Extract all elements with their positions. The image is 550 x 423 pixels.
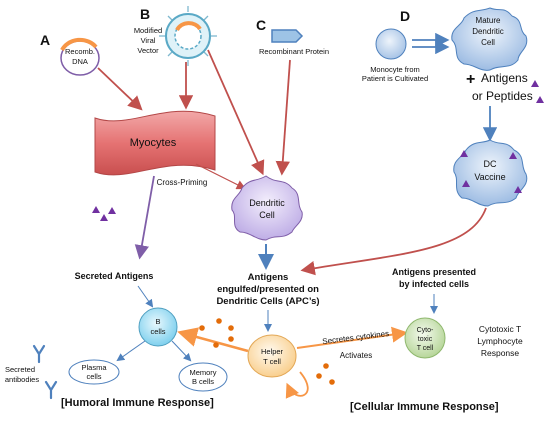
cytokine-dots [199,318,335,385]
bcell-to-plasma-arrow [116,340,146,362]
plasma-label-2: cells [86,372,101,381]
recombinant-protein-label: Recombinant Protein [259,47,329,56]
b-cells-label-2: cells [150,327,165,336]
helper-label-2: T cell [263,357,281,366]
antigens-label-2: or Peptides [472,89,533,103]
helper-t-cell [247,334,297,378]
mature-dc-label-2: Dendritic [472,27,504,36]
monocyte-label-2: Patient is Cultivated [362,74,428,83]
infected-label-2: by infected cells [399,279,469,289]
bcell-to-memory-arrow [171,340,192,362]
viral-vector-icon [159,6,217,66]
helper-to-bcell-arrow [177,327,249,353]
dendritic-cell [231,175,303,241]
source-arrows [97,49,291,176]
antigens-label-1: Antigens [481,71,528,85]
monocyte-cell [375,28,407,60]
ctl-response-label-2: Lymphocyte [477,336,523,346]
humoral-response-label: [Humoral Immune Response] [61,397,214,409]
helper-to-ctl-arrow [296,326,408,349]
letter-c: C [256,17,266,33]
mature-dc-label-1: Mature [476,16,501,25]
b-cells-label-1: B [155,317,160,326]
ctl-response-label-1: Cytotoxic T [479,324,521,334]
secreted-antigens-label: Secreted Antigens [75,271,154,281]
letter-a: A [40,32,50,48]
helper-self-arrow [285,371,309,399]
letter-b: B [140,6,150,22]
ctl-label-1: Cyto- [417,327,434,334]
letter-d: D [400,8,410,24]
viral-vector-label-3: Vector [137,46,159,55]
secreted-antigen-triangles [92,206,116,221]
b-cell [138,307,178,347]
viral-vector-label-2: Viral [141,36,156,45]
ctl-response-label-3: Response [481,348,520,358]
ctl-label-3: T cell [417,345,434,352]
cross-priming-label: Cross-Priming [157,178,208,187]
memory-label-2: B cells [192,377,214,386]
dendritic-cell-label-2: Cell [259,210,275,220]
plus-sign: + [466,71,475,88]
activates-label: Activates [340,351,372,360]
mature-dendritic-cell [451,7,528,71]
secretes-cytokines-label: Secretes cytokines [322,329,390,346]
memory-label-1: Memory [189,368,216,377]
antigen-triangles-d [531,80,544,103]
recomb-dna-icon [60,37,100,76]
monocyte-label-1: Monocyte from [370,65,420,74]
ctl-label-2: toxic [418,336,433,343]
myocytes-to-secreted-arrow [134,175,155,260]
antibody-icon [32,344,58,400]
viral-vector-label-1: Modified [134,26,162,35]
dendritic-cell-label-1: Dendritic [249,198,285,208]
mature-dc-label-3: Cell [481,38,495,47]
dc-vaccine-label-2: Vaccine [474,172,505,182]
recomb-dna-label-2: DNA [72,57,88,66]
plasma-cells [68,359,120,385]
secreted-to-bcell-arrow [137,285,154,308]
plasma-label-1: Plasma [81,363,107,372]
infected-label-1: Antigens presented [392,267,476,277]
monocyte-to-dc-arrows [412,32,450,55]
recomb-dna-label-1: Recomb. [65,47,95,56]
myocytes-label: Myocytes [130,137,177,149]
dc-vaccine-arrow [300,207,487,276]
cytotoxic-t-cell [404,317,446,359]
secreted-ab-label-1: Secreted [5,365,35,374]
cross-priming-arrow [195,163,247,190]
engulfed-label-3: Dendritic Cells (APC’s) [216,296,319,307]
dc-vaccine-label-1: DC [484,159,497,169]
helper-label-1: Helper [261,347,284,356]
antigen-triangles-dc-vaccine [460,150,522,193]
engulfed-label-1: Antigens [248,272,289,283]
myocytes-tissue [94,110,216,176]
recombinant-protein-icon [271,29,304,43]
engulfed-label-2: engulfed/presented on [217,284,319,295]
cellular-response-label: [Cellular Immune Response] [350,401,499,413]
memory-b-cells [178,362,228,392]
secreted-ab-label-2: antibodies [5,375,39,384]
